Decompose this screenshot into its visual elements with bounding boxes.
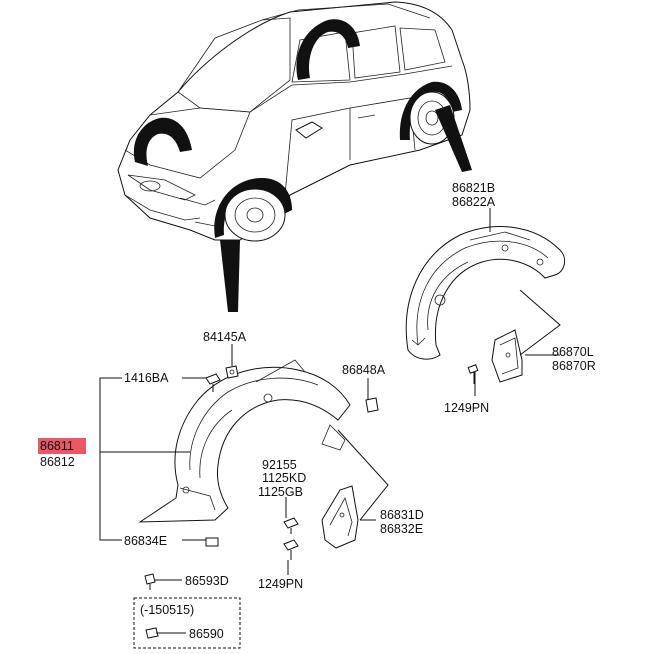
fastener-84145a: [225, 365, 239, 379]
label-1416ba: 1416BA: [124, 371, 169, 385]
label-86832e: 86832E: [380, 522, 423, 536]
label-86848a: 86848A: [342, 363, 386, 377]
label-86870l: 86870L: [552, 345, 594, 359]
clip-86590: [145, 627, 159, 639]
label-86593d: 86593D: [185, 574, 229, 588]
rear-screw: [467, 364, 479, 384]
label-86831d: 86831D: [380, 508, 424, 522]
label-92155: 92155: [262, 458, 297, 472]
label-86870r: 86870R: [552, 359, 596, 373]
label-86590: 86590: [189, 627, 224, 641]
label-84145a: 84145A: [203, 330, 247, 344]
label-86834e: 86834E: [124, 534, 167, 548]
label-1125gb: 1125GB: [258, 485, 303, 499]
clip-1416ba: [205, 373, 221, 392]
screw-86593d: [144, 573, 156, 590]
label-86822a: 86822A: [452, 195, 496, 209]
car-illustration: [117, 1, 472, 312]
label-86812: 86812: [40, 455, 75, 469]
label-1249pn-rear: 1249PN: [444, 401, 489, 415]
nut-86834e: [205, 537, 219, 547]
label-86821b: 86821B: [452, 181, 495, 195]
label-1249pn-front: 1249PN: [258, 577, 303, 591]
bracket-86848a: [365, 397, 379, 413]
label-1125kd: 1125KD: [262, 471, 306, 485]
label-footnote-range: (-150515): [140, 603, 194, 617]
front-wheel-liner: [138, 359, 351, 523]
rear-mudflap: [491, 329, 523, 383]
screw-1249pn-front: [283, 539, 299, 560]
label-86811: 86811: [40, 439, 74, 453]
screw-92155: [283, 517, 299, 534]
front-mudflap: [321, 485, 359, 549]
highlight-box: [38, 438, 86, 454]
leader-lines: [99, 208, 561, 649]
rear-wheel-liner: [405, 226, 566, 360]
